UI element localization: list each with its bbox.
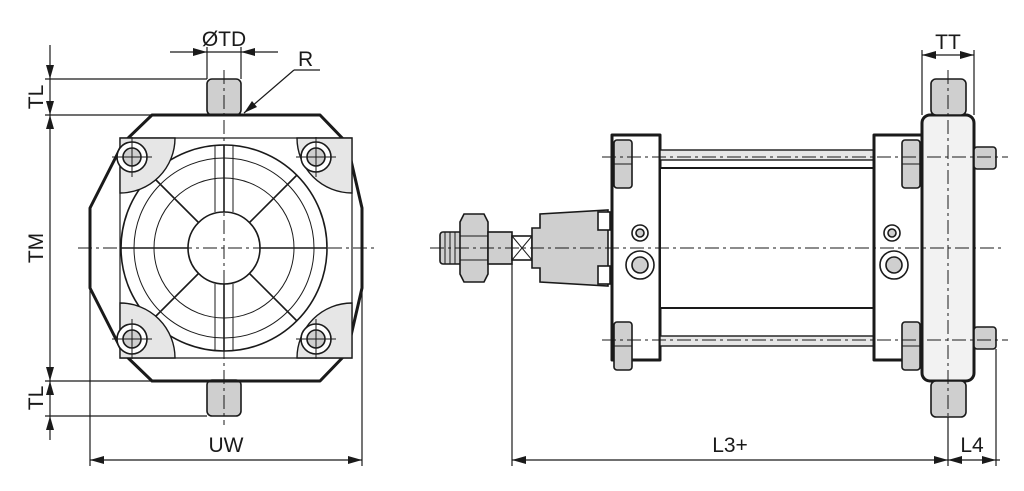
dim-label-l3: L3+ (712, 434, 748, 457)
tie-rod-bolt-tl (112, 137, 152, 177)
dim-label-r: R (298, 48, 313, 71)
dim-label-tt: TT (935, 31, 961, 54)
rod-bearing-nose (531, 209, 609, 287)
tie-rod-bottom (659, 335, 875, 347)
front-view-dimensions: ØTD R TL TM TL UW (25, 28, 363, 466)
dim-label-tl-bottom: TL (25, 386, 48, 411)
cylinder-barrel (659, 167, 875, 309)
side-view-dimensions: TT L3+ L4 (511, 31, 1000, 466)
front-view (78, 70, 374, 425)
tie-rod-end-bottom (973, 326, 997, 350)
dim-label-uw: UW (209, 434, 244, 457)
tie-rod-bolt-bl (112, 319, 152, 359)
tie-rod-end-top (973, 146, 997, 170)
tie-rod-bolt-br (296, 319, 336, 359)
tie-rod-bolt-tr (296, 137, 336, 177)
tie-rod-top (659, 149, 875, 161)
dim-label-tl-top: TL (25, 85, 48, 110)
dim-label-tm: TM (25, 233, 48, 263)
dim-label-l4: L4 (960, 434, 984, 457)
dim-label-td: ØTD (202, 28, 246, 51)
side-view (430, 70, 1008, 425)
